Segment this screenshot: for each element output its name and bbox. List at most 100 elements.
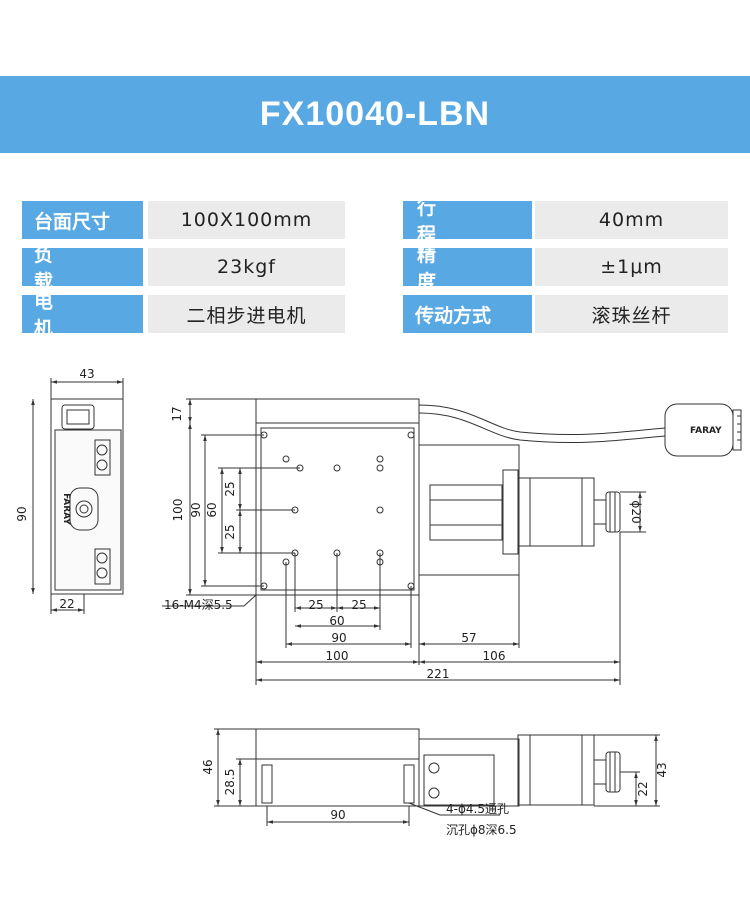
knob-icon (75, 500, 93, 518)
dim-label: 22 (636, 781, 650, 796)
dim-label: 28.5 (223, 769, 237, 796)
spec-value-text: ±1μm (600, 256, 663, 278)
dim-label: 22 (59, 597, 74, 611)
leader-line (408, 802, 441, 816)
hole-icon (407, 431, 415, 439)
spec-value: 100X100mm (148, 201, 345, 239)
hole-note: 4-ϕ4.5通孔 (446, 802, 509, 816)
stepper-motor (517, 734, 595, 806)
dim-label: 90 (189, 502, 203, 517)
connector-slot (66, 409, 90, 425)
dim-label: 57 (461, 631, 476, 645)
dim-label: 43 (79, 367, 94, 381)
hole-icon (428, 787, 440, 799)
leader-line (243, 594, 257, 607)
spec-value-text: 23kgf (217, 256, 276, 278)
screw-icon (96, 444, 108, 456)
spec-value: 40mm (535, 201, 728, 239)
spec-value: 二相步进电机 (148, 295, 345, 333)
top-view (162, 398, 742, 685)
spec-label: 行程 (403, 197, 532, 246)
knob-housing (69, 487, 99, 531)
motor-flange (502, 469, 519, 555)
stepper-motor (517, 477, 595, 547)
spec-label-text: 负载 (34, 244, 111, 293)
motor-shaft (593, 499, 607, 525)
side-view-outline (50, 398, 124, 595)
spec-row: 台面尺寸 100X100mm 行程 40mm (22, 197, 728, 246)
dim-label: 90 (330, 808, 345, 822)
spec-table: 台面尺寸 100X100mm 行程 40mm 负载 23kgf 精度 ±1μm … (22, 197, 728, 342)
cable (418, 404, 666, 436)
dim-label: 25 (351, 598, 366, 612)
screw-icon (96, 459, 108, 471)
spec-label: 传动方式 (403, 295, 532, 333)
spec-value-text: 滚珠丝杆 (591, 304, 672, 327)
spec-value-text: 40mm (598, 209, 665, 231)
hole-icon (376, 506, 384, 514)
spec-label-text: 传动方式 (415, 304, 492, 327)
dim-label: 25 (223, 524, 237, 539)
dim-label: 60 (205, 502, 219, 517)
brand-label: FARAY (61, 493, 71, 525)
side-view (31, 378, 124, 614)
spec-value-text: 100X100mm (180, 209, 313, 231)
ball-screw (429, 484, 503, 541)
spec-row: 负载 23kgf 精度 ±1μm (22, 244, 728, 293)
screw-strip-top (94, 439, 111, 476)
dim-label: 43 (655, 762, 669, 777)
table-top (255, 728, 420, 760)
cable (418, 412, 666, 444)
dim-label: 106 (483, 649, 506, 663)
rail-cover (255, 398, 420, 424)
counterbore (403, 764, 415, 804)
connector-block (61, 404, 95, 430)
spec-row: 电机 二相步进电机 传动方式 滚珠丝杆 (22, 291, 728, 340)
dim-label: 221 (427, 667, 450, 681)
connector-pins (732, 409, 742, 451)
screw-housing (418, 444, 520, 576)
hole-icon (376, 455, 384, 463)
hand-knob (605, 491, 621, 533)
end-plate (423, 754, 495, 806)
title-banner: FX10040-LBN (0, 76, 750, 153)
dim-label: 46 (201, 759, 215, 774)
spec-value: ±1μm (535, 248, 728, 286)
dim-label: 60 (329, 614, 344, 628)
spec-label: 负载 (22, 244, 143, 293)
spec-label-text: 精度 (417, 244, 495, 293)
hole-icon (282, 455, 290, 463)
hand-knob (605, 751, 621, 793)
hole-note: 16-M4深5.5 (164, 598, 233, 612)
spec-label-text: 行程 (417, 197, 495, 246)
dim-label: 100 (326, 649, 349, 663)
dim-label: 100 (171, 499, 185, 522)
spec-value: 23kgf (148, 248, 345, 286)
hole-icon (376, 464, 384, 472)
spec-label-text: 台面尺寸 (34, 210, 111, 233)
spec-label: 台面尺寸 (22, 201, 143, 239)
dim-label: 25 (223, 481, 237, 496)
spec-label: 精度 (403, 244, 532, 293)
front-view (214, 728, 660, 826)
base-block (255, 758, 420, 807)
hole-icon (428, 762, 440, 774)
screw-strip-bottom (94, 548, 111, 585)
dim-label: 90 (15, 506, 29, 521)
dim-label: 17 (170, 406, 184, 421)
dim-label: 25 (308, 598, 323, 612)
end-block (418, 738, 520, 807)
spec-value-text: 二相步进电机 (186, 304, 307, 327)
spec-value: 滚珠丝杆 (535, 295, 728, 333)
dim-label: ϕ20 (629, 500, 643, 523)
spec-label-text: 电机 (34, 291, 111, 340)
counterbore (261, 764, 273, 804)
motor-shaft (593, 759, 607, 785)
brand-label: FARAY (690, 426, 722, 436)
screw-icon (96, 567, 108, 579)
screw-icon (96, 552, 108, 564)
hole-note: 沉孔ϕ8深6.5 (446, 823, 517, 837)
hole-icon (333, 464, 341, 472)
product-title: FX10040-LBN (259, 95, 491, 133)
